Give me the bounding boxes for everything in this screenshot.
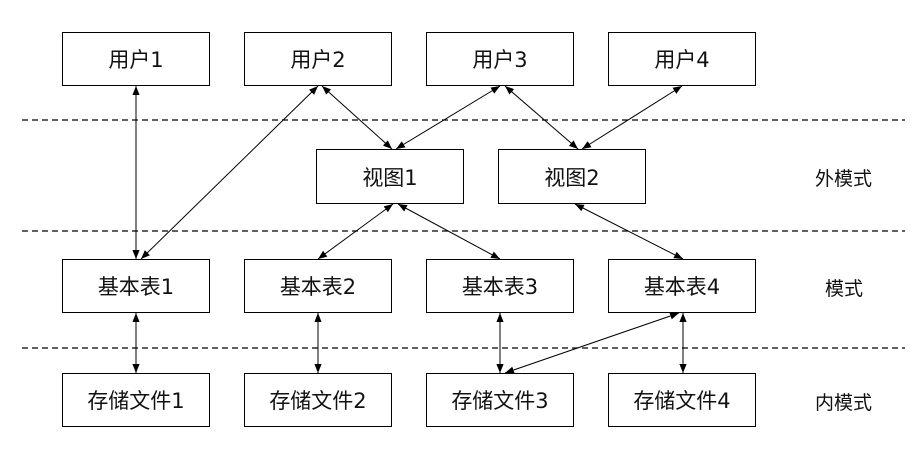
node-table-2: 基本表2 xyxy=(244,259,392,313)
node-table-3: 基本表3 xyxy=(426,259,574,313)
node-user-3: 用户3 xyxy=(426,32,574,86)
connector-user2-view1 xyxy=(321,85,393,150)
level-label-internal: 内模式 xyxy=(815,392,873,414)
connector-user4-view2 xyxy=(581,85,683,150)
node-view-2: 视图2 xyxy=(498,149,646,204)
node-view-1: 视图1 xyxy=(316,149,464,204)
connector-user2-table1 xyxy=(140,85,319,260)
connector-user3-view1 xyxy=(395,85,501,150)
node-file-2: 存储文件2 xyxy=(244,373,392,427)
connector-table4-file3 xyxy=(504,312,680,374)
node-user-2: 用户2 xyxy=(244,32,392,86)
level-label-conceptual: 模式 xyxy=(825,278,864,300)
connector-view1-table3 xyxy=(397,203,501,260)
connector-view2-table4 xyxy=(574,203,684,260)
connector-view1-table2 xyxy=(317,203,394,260)
connector-user3-view2 xyxy=(504,85,579,150)
node-user-4: 用户4 xyxy=(608,32,756,86)
node-file-1: 存储文件1 xyxy=(62,373,210,427)
node-user-1: 用户1 xyxy=(62,32,210,86)
level-label-external: 外模式 xyxy=(815,168,873,190)
node-table-1: 基本表1 xyxy=(62,259,210,313)
node-file-3: 存储文件3 xyxy=(426,373,574,427)
node-file-4: 存储文件4 xyxy=(608,373,756,427)
node-table-4: 基本表4 xyxy=(608,259,756,313)
